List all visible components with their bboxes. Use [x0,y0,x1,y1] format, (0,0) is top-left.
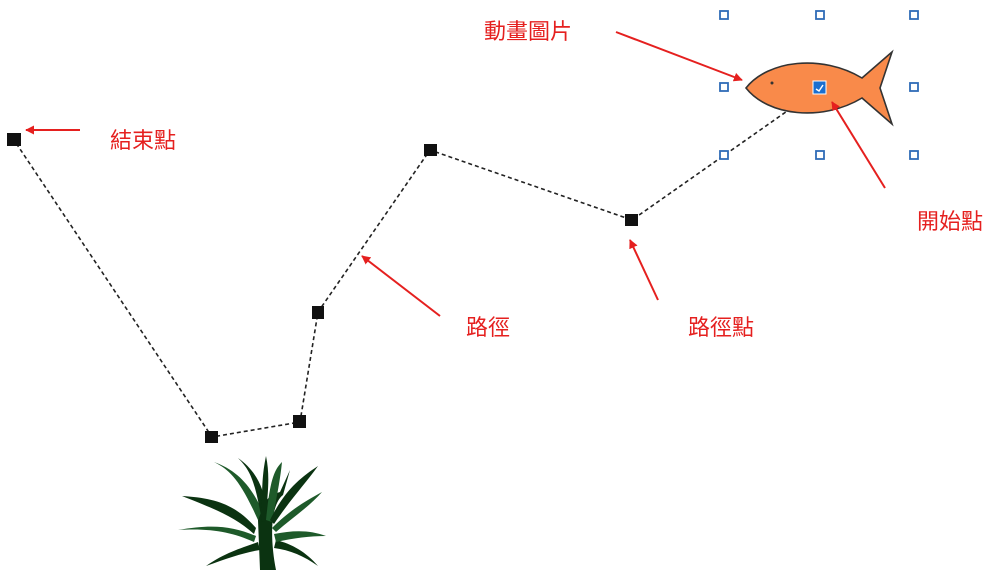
label-animated-image: 動畫圖片 [484,20,573,45]
path-point[interactable] [293,415,306,428]
selection-handle[interactable] [909,10,919,20]
selection-handle[interactable] [909,82,919,92]
selection-handle[interactable] [719,82,729,92]
arrow-path [361,255,441,317]
path-point[interactable] [205,431,218,443]
path-point[interactable] [424,144,437,156]
label-path: 路徑 [466,316,511,341]
plant-icon [178,456,326,570]
selection-handles [719,10,919,160]
end-point-marker[interactable] [7,133,21,146]
selection-handle[interactable] [719,10,729,20]
selection-handle[interactable] [719,150,729,160]
path-point[interactable] [312,306,324,319]
selection-handle[interactable] [815,10,825,20]
label-end-point: 結束點 [110,129,177,154]
path-points [7,133,638,443]
selection-handle[interactable] [909,150,919,160]
annotation-arrows [25,31,886,317]
label-start-point: 開始點 [917,210,984,235]
arrow-animated-image [615,31,743,82]
selection-handle[interactable] [815,150,825,160]
label-path-point: 路徑點 [688,316,755,341]
start-point-marker[interactable] [812,80,827,95]
arrow-start-point [831,101,886,189]
path-point[interactable] [625,214,638,226]
arrow-path-point [629,239,659,301]
